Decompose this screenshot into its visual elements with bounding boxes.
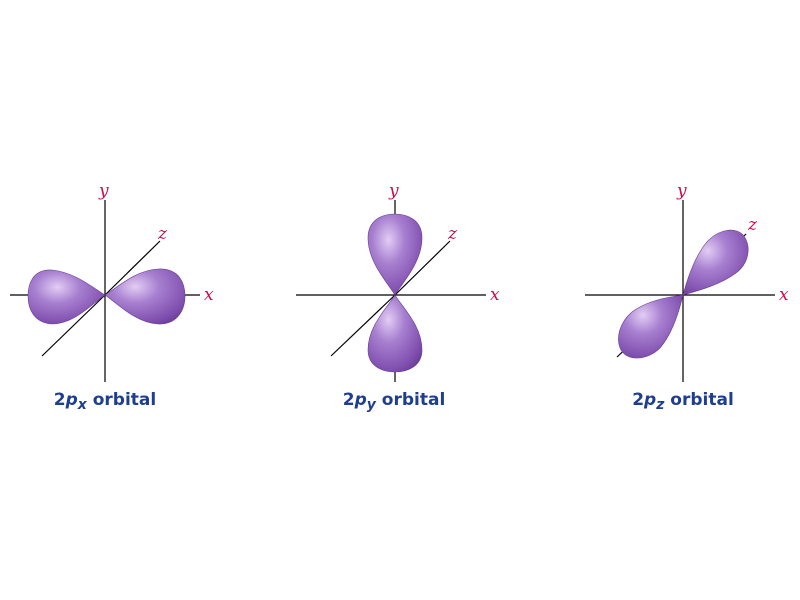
z-axis-label: z — [747, 215, 758, 235]
caption-letter: p — [644, 390, 657, 410]
caption-letter: p — [65, 390, 78, 410]
x-axis-label: x — [204, 285, 214, 305]
z-axis-label: z — [157, 224, 168, 244]
orbital-2py: y z x — [296, 181, 500, 382]
lobe-negative-z — [618, 294, 684, 359]
caption-letter: p — [354, 390, 367, 410]
orbital-2pz: y z x — [585, 181, 789, 382]
caption-2py: 2py orbital — [294, 390, 494, 413]
y-axis-label: y — [388, 181, 399, 201]
y-axis-label: y — [676, 181, 687, 201]
caption-2pz: 2pz orbital — [583, 390, 783, 413]
lobe-negative-y — [367, 294, 423, 373]
x-axis-label: x — [490, 285, 500, 305]
caption-subscript: y — [366, 397, 376, 413]
caption-subscript: x — [77, 397, 87, 413]
caption-prefix: 2 — [342, 390, 355, 410]
caption-subscript: z — [656, 397, 665, 413]
lobe-positive-y — [367, 213, 423, 296]
z-axis-line — [104, 240, 161, 296]
z-axis-label: z — [447, 224, 458, 244]
orbital-2px: y z x — [10, 181, 214, 382]
z-axis-line-front — [330, 294, 396, 357]
lobe-positive-x — [104, 268, 186, 325]
lobe-negative-x — [27, 269, 106, 325]
x-axis-label: x — [779, 285, 789, 305]
caption-suffix: orbital — [375, 390, 446, 410]
caption-suffix: orbital — [86, 390, 157, 410]
lobe-positive-z — [682, 229, 749, 296]
z-axis-line-front — [41, 294, 106, 357]
caption-suffix: orbital — [664, 390, 734, 410]
z-axis-line — [394, 240, 451, 296]
caption-prefix: 2 — [632, 390, 645, 410]
caption-2px: 2px orbital — [5, 390, 205, 413]
y-axis-label: y — [98, 181, 109, 201]
caption-prefix: 2 — [53, 390, 66, 410]
